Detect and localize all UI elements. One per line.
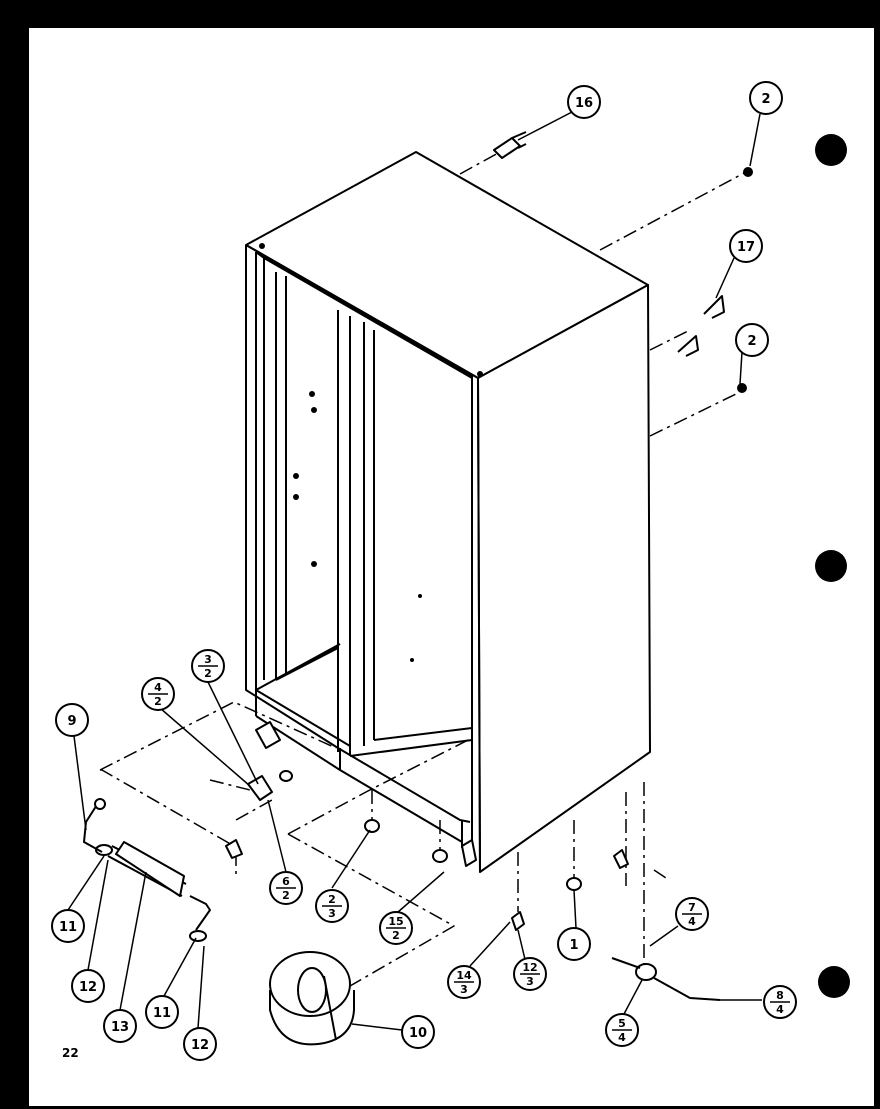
svg-text:6: 6 — [282, 875, 290, 888]
callout-5-over-4: 5 4 — [605, 1013, 639, 1047]
part-1-rollers — [225, 721, 629, 931]
svg-text:15: 15 — [388, 915, 403, 928]
svg-text:2: 2 — [761, 92, 770, 107]
svg-text:3: 3 — [204, 653, 212, 666]
part-2-screw-mid — [737, 383, 747, 393]
svg-text:2: 2 — [328, 893, 336, 906]
svg-text:1: 1 — [569, 938, 578, 953]
callout-leaders — [67, 111, 762, 1031]
callout-12-right: 12 — [183, 1027, 217, 1061]
svg-text:4: 4 — [618, 1031, 626, 1044]
svg-text:8: 8 — [776, 989, 784, 1002]
callout-4-over-2: 4 2 — [141, 677, 175, 711]
callout-16: 16 — [567, 85, 601, 119]
svg-text:12: 12 — [79, 980, 97, 995]
svg-text:4: 4 — [776, 1003, 784, 1016]
part-13-tube-assembly — [83, 798, 211, 942]
callout-14-over-3: 14 3 — [447, 965, 481, 999]
callout-8-over-4: 8 4 — [763, 985, 797, 1019]
svg-text:3: 3 — [460, 983, 468, 996]
binder-hole-top — [815, 134, 847, 166]
svg-text:16: 16 — [575, 96, 593, 111]
callout-12-over-3: 12 3 — [513, 957, 547, 991]
callout-13: 13 — [103, 1009, 137, 1043]
callout-3-over-2: 3 2 — [191, 649, 225, 683]
svg-text:14: 14 — [456, 969, 472, 982]
callout-11-right: 11 — [145, 995, 179, 1029]
svg-text:12: 12 — [522, 961, 537, 974]
binder-hole-middle — [815, 550, 847, 582]
part-5-leveler — [611, 957, 721, 1001]
part-2-screw-top — [743, 167, 753, 177]
svg-text:2: 2 — [747, 334, 756, 349]
callout-6-over-2: 6 2 — [269, 871, 303, 905]
callout-2-top: 2 — [749, 81, 783, 115]
svg-text:7: 7 — [688, 901, 696, 914]
binder-hole-bottom — [818, 966, 850, 998]
callout-12-left: 12 — [71, 969, 105, 1003]
svg-text:2: 2 — [392, 929, 400, 942]
svg-text:3: 3 — [526, 975, 534, 988]
leader-lines — [99, 151, 747, 987]
svg-text:3: 3 — [328, 907, 336, 920]
callout-10: 10 — [401, 1015, 435, 1049]
svg-text:13: 13 — [111, 1020, 129, 1035]
svg-text:4: 4 — [154, 681, 162, 694]
callout-11-left: 11 — [51, 909, 85, 943]
page-number: 22 — [62, 1046, 79, 1060]
svg-text:2: 2 — [204, 667, 212, 680]
callout-2-over-3: 2 3 — [315, 889, 349, 923]
svg-text:11: 11 — [153, 1006, 171, 1021]
callout-2-mid: 2 — [735, 323, 769, 357]
callout-15-over-2: 15 2 — [379, 911, 413, 945]
callout-7-over-4: 7 4 — [675, 897, 709, 931]
svg-text:5: 5 — [618, 1017, 626, 1030]
callout-1: 1 — [557, 927, 591, 961]
part-17-hinge-brackets — [677, 295, 725, 357]
svg-text:12: 12 — [191, 1038, 209, 1053]
svg-text:2: 2 — [154, 695, 162, 708]
svg-text:9: 9 — [67, 714, 76, 729]
svg-text:10: 10 — [409, 1026, 427, 1041]
cabinet-shell — [245, 151, 651, 873]
cabinet-screw-holes — [259, 243, 483, 849]
callout-9: 9 — [55, 703, 89, 737]
svg-text:4: 4 — [688, 915, 696, 928]
callout-17: 17 — [729, 229, 763, 263]
svg-text:2: 2 — [282, 889, 290, 902]
svg-text:11: 11 — [59, 920, 77, 935]
svg-text:17: 17 — [737, 240, 755, 255]
part-16-pin — [493, 131, 527, 159]
part-10-ring — [269, 951, 355, 1046]
